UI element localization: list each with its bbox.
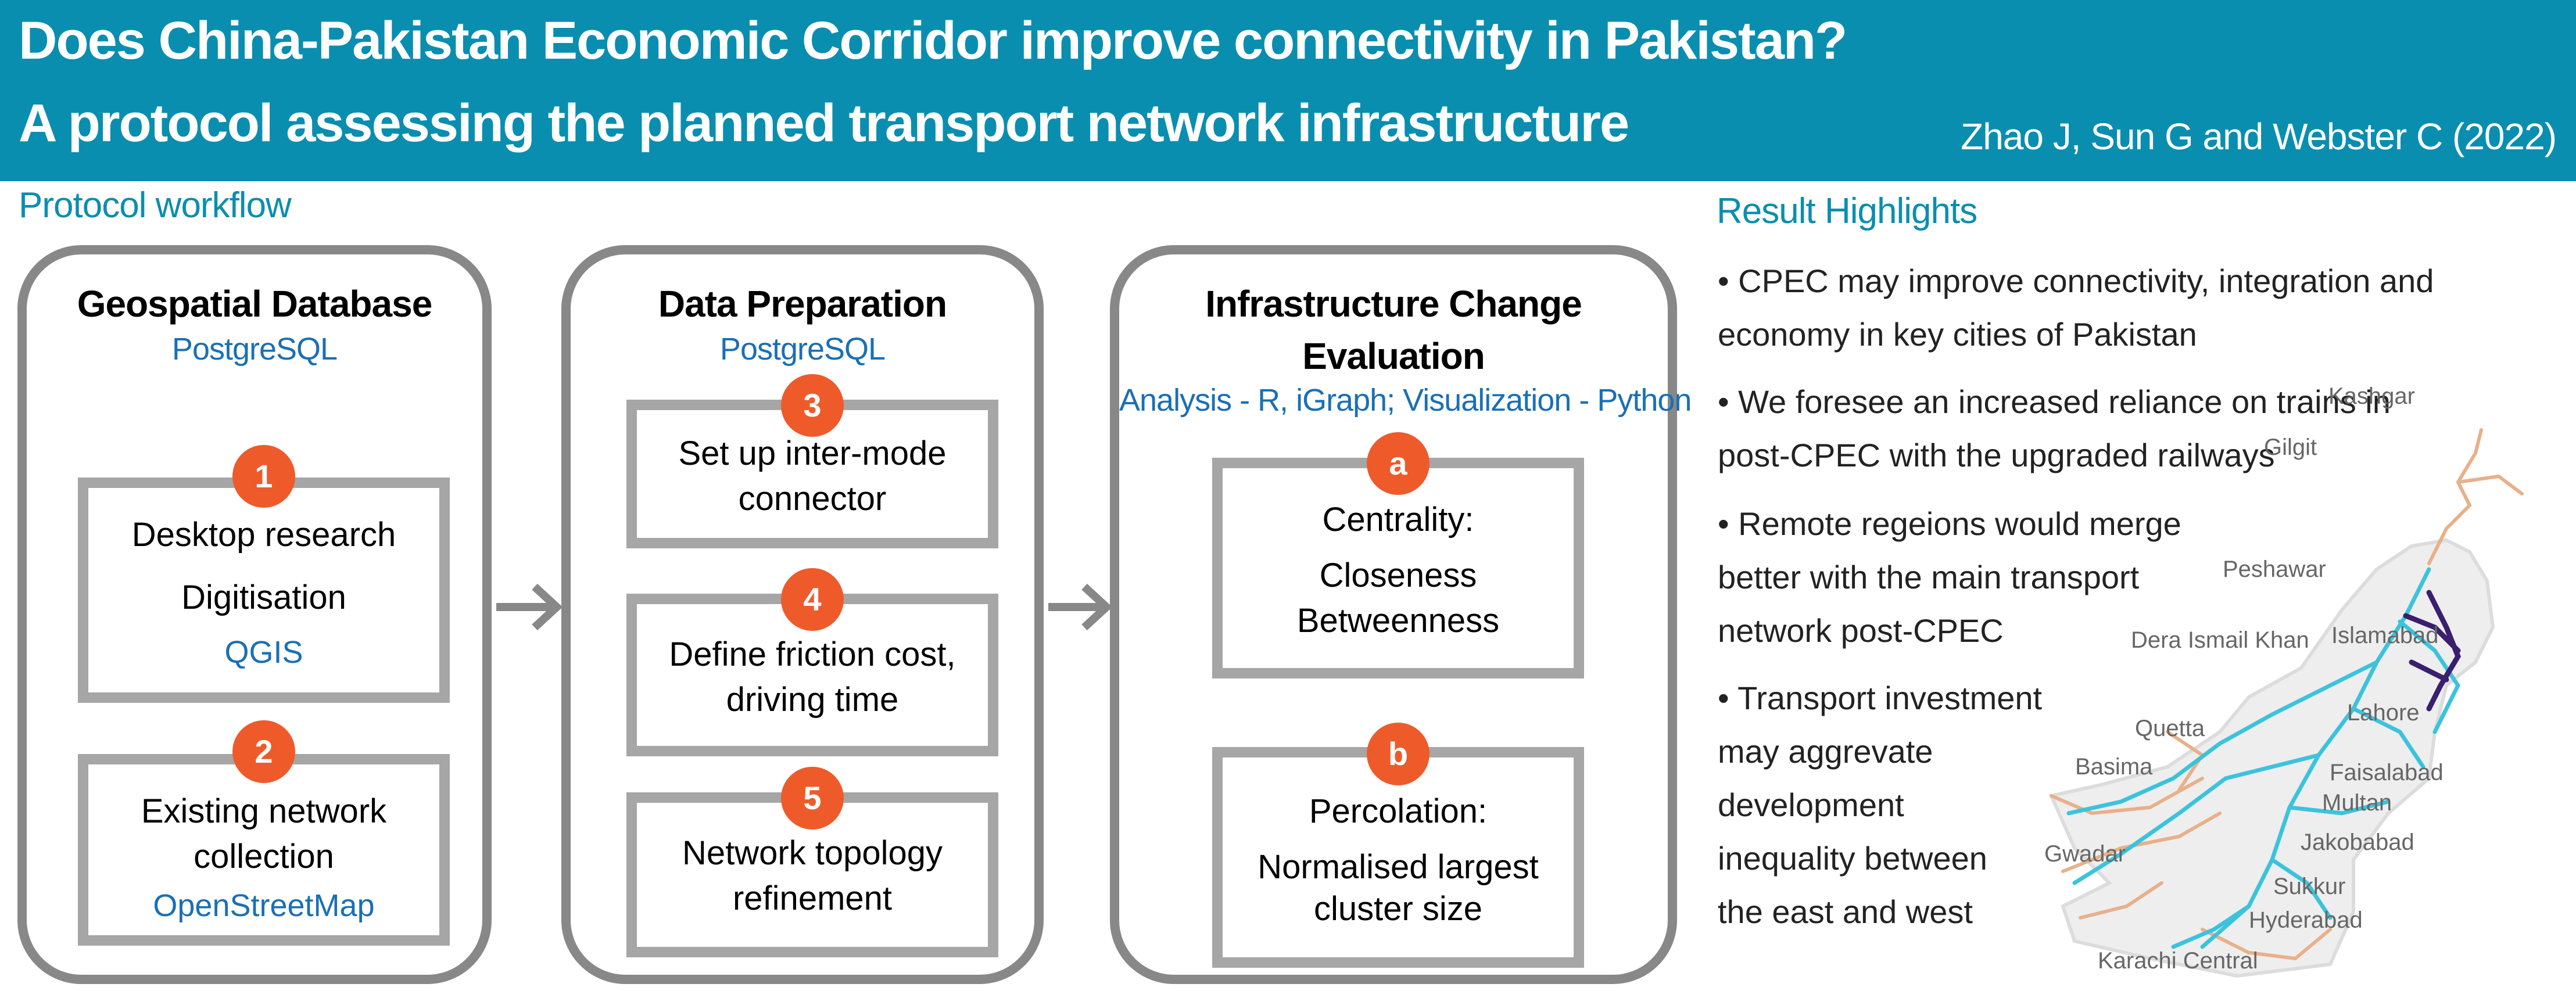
bullet-line: • We foresee an increased reliance on tr… (1718, 383, 2391, 420)
city-label: Karachi Central (2098, 948, 2258, 974)
city-label: Islamabad (2331, 623, 2439, 648)
step-text: Desktop research (131, 516, 396, 554)
step-badge-5: 5 (781, 767, 844, 830)
tool-label: OpenStreetMap (153, 888, 375, 923)
column-title: Evaluation (1302, 335, 1485, 377)
title-line-1: Does China-Pakistan Economic Corridor im… (19, 11, 1847, 70)
city-label: Gilgit (2264, 435, 2317, 460)
step-text: collection (194, 838, 334, 875)
bullet-line: • Remote regeions would merge (1718, 505, 2181, 542)
step-badge-3: 3 (781, 374, 844, 437)
bullet-line: economy in key cities of Pakistan (1718, 316, 2197, 353)
city-label: Gwadar (2044, 841, 2126, 867)
step-badge-a: a (1367, 432, 1429, 495)
bullet-line: better with the main transport (1718, 559, 2140, 595)
city-label: Dera Ismail Khan (2131, 627, 2309, 653)
column-infrastructure-change-evaluation: Infrastructure Change Evaluation Analysi… (1110, 245, 1692, 984)
city-label: Lahore (2347, 700, 2420, 726)
tool-label: QGIS (224, 635, 303, 670)
step-text: Define friction cost, (669, 635, 956, 673)
city-label: Hyderabad (2249, 907, 2363, 933)
column-title: Data Preparation (658, 283, 947, 325)
city-label: Sukkur (2273, 874, 2346, 899)
column-data-preparation: Data Preparation PostgreSQL Set up inter… (561, 245, 1044, 984)
citation: Zhao J, Sun G and Webster C (2022) (1961, 116, 2557, 157)
city-label: Faisalabad (2330, 760, 2444, 785)
network-map-graphic (2048, 428, 2524, 978)
arrow-right-icon (496, 583, 563, 631)
result-bullet-1: • CPEC may improve connectivity, integra… (1718, 254, 2434, 361)
step-box-2: Existing network collection OpenStreetMa… (78, 754, 450, 946)
step-text: Set up inter-mode (678, 435, 947, 472)
step-text: driving time (726, 681, 899, 719)
step-text: Normalised largest (1257, 848, 1539, 886)
workflow-label: Protocol workflow (19, 185, 292, 225)
column-subtitle: PostgreSQL (719, 332, 886, 367)
step-box-1: Desktop research Digitisation QGIS (78, 477, 450, 703)
column-title: Infrastructure Change (1205, 283, 1582, 325)
step-text: Existing network (141, 792, 387, 830)
city-label: Multan (2322, 790, 2392, 816)
bullet-line: may aggrevate (1718, 733, 1933, 770)
header-banner: Does China-Pakistan Economic Corridor im… (0, 0, 2576, 181)
step-text: refinement (732, 879, 893, 917)
results-label: Result Highlights (1717, 191, 1977, 231)
step-text: connector (738, 480, 887, 518)
result-bullet-4: • Transport investment may aggrevate dev… (1718, 672, 2042, 939)
network-map: Kashgar Gilgit Peshawar Islamabad Dera I… (2028, 383, 2576, 988)
column-geospatial-database: Geospatial Database PostgreSQL Desktop r… (17, 245, 492, 984)
city-label: Basima (2075, 754, 2153, 780)
bullet-line: the east and west (1718, 893, 1973, 930)
city-label: Quetta (2135, 716, 2205, 741)
city-label: Jakobabad (2301, 830, 2414, 855)
step-text: Betweenness (1296, 602, 1500, 640)
city-label: Kashgar (2328, 383, 2415, 409)
bullet-line: • CPEC may improve connectivity, integra… (1718, 263, 2434, 299)
column-subtitle: Analysis - R, iGraph; Visualization - Py… (1119, 383, 1692, 418)
arrow-right-icon (1048, 583, 1113, 631)
step-text: Closeness (1319, 556, 1477, 594)
step-text: Centrality: (1322, 501, 1474, 538)
step-text: Percolation: (1309, 792, 1488, 830)
title-line-2: A protocol assessing the planned transpo… (19, 94, 1629, 153)
step-text: cluster size (1313, 890, 1483, 928)
city-label: Peshawar (2223, 556, 2326, 582)
step-text: Digitisation (181, 579, 346, 616)
step-badge-2: 2 (232, 720, 295, 783)
bullet-line: post-CPEC with the upgraded railways (1718, 437, 2275, 473)
bullet-line: development (1718, 787, 1904, 823)
bullet-line: inequality between (1718, 840, 1987, 877)
column-title: Geospatial Database (77, 283, 433, 325)
step-text: Network topology (682, 834, 943, 872)
result-bullet-3: • Remote regeions would merge better wit… (1718, 497, 2181, 658)
step-badge-b: b (1367, 723, 1429, 785)
column-subtitle: PostgreSQL (171, 332, 338, 367)
step-badge-1: 1 (232, 445, 295, 508)
step-badge-4: 4 (781, 568, 844, 631)
bullet-line: • Transport investment (1718, 680, 2043, 716)
bullet-line: network post-CPEC (1718, 612, 2004, 649)
result-bullet-2: • We foresee an increased reliance on tr… (1718, 375, 2391, 482)
